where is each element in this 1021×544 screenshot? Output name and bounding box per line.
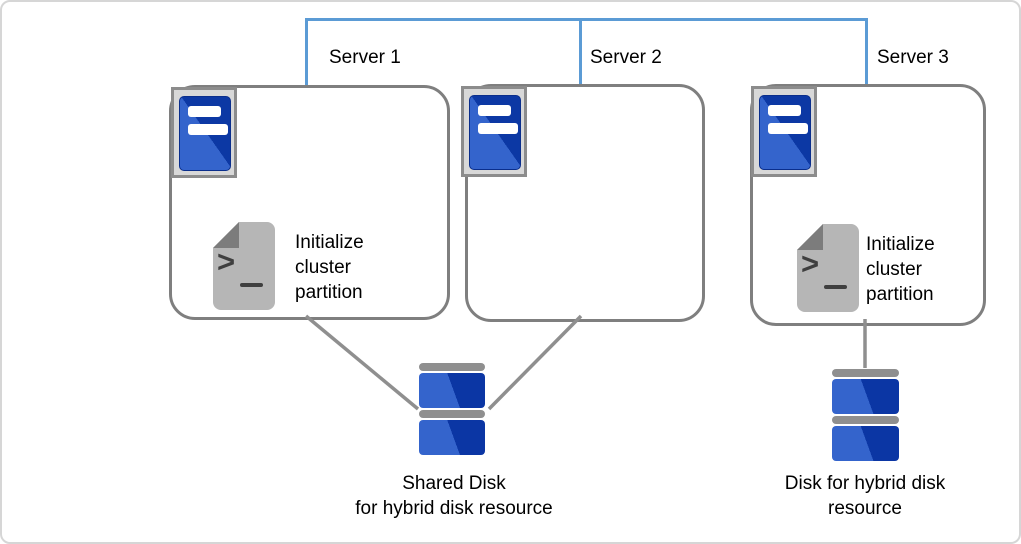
- label-line: Shared Disk: [402, 473, 506, 494]
- caption-line: partition: [866, 284, 934, 305]
- label-line: Disk for hybrid disk: [784, 473, 946, 494]
- label-line: for hybrid disk resource: [355, 498, 553, 519]
- server1-server-icon: [171, 87, 237, 178]
- network-drop-server2: [579, 18, 582, 84]
- disk-cap: [832, 416, 899, 424]
- server-tower-slot: [188, 106, 221, 117]
- script-cursor-underscore: [824, 285, 847, 289]
- server1-script-file-icon: >: [213, 222, 275, 310]
- server-tower-slot: [478, 123, 518, 134]
- shared-disk-label: Shared Disk for hybrid disk resource: [304, 471, 604, 521]
- hybrid-disk-icon: [832, 369, 899, 461]
- server-tower-slot: [188, 124, 228, 135]
- disk-cap: [419, 363, 485, 371]
- server1-label: Server 1: [329, 47, 401, 68]
- server3-label: Server 3: [877, 47, 949, 68]
- caption-line: Initialize: [866, 234, 935, 255]
- server-tower-slot: [478, 105, 511, 116]
- disk-unit: [419, 420, 485, 455]
- server-tower-body: [179, 96, 231, 171]
- server-tower-body: [469, 95, 521, 170]
- server3-server-icon: [751, 86, 817, 177]
- server-tower-body: [759, 95, 811, 170]
- server-tower-slot: [768, 105, 801, 116]
- disk-unit: [419, 373, 485, 408]
- connector-server2-shared-disk: [487, 314, 583, 411]
- disk-cap: [419, 410, 485, 418]
- server3-script-file-icon: >: [797, 224, 859, 312]
- script-cursor-underscore: [240, 283, 263, 287]
- disk-cap: [832, 369, 899, 377]
- caption-line: Initialize: [295, 232, 364, 253]
- server-tower-slot: [768, 123, 808, 134]
- caption-line: partition: [295, 282, 363, 303]
- server3-script-caption: Initialize cluster partition: [866, 232, 935, 307]
- hybrid-disk-label: Disk for hybrid disk resource: [715, 471, 1015, 521]
- disk-unit: [832, 379, 899, 414]
- connector-server1-shared-disk: [304, 314, 420, 411]
- disk-unit: [832, 426, 899, 461]
- network-drop-server1: [305, 18, 308, 85]
- network-link-horizontal: [305, 18, 868, 21]
- caption-line: cluster: [295, 257, 351, 278]
- shared-disk-icon: [419, 363, 485, 456]
- server1-script-caption: Initialize cluster partition: [295, 230, 364, 305]
- network-drop-server3: [865, 18, 868, 84]
- caption-line: cluster: [866, 259, 922, 280]
- server2-label: Server 2: [590, 47, 662, 68]
- script-prompt-glyph: >: [217, 244, 236, 279]
- script-prompt-glyph: >: [801, 246, 820, 281]
- server2-server-icon: [461, 86, 527, 177]
- label-line: resource: [828, 498, 902, 519]
